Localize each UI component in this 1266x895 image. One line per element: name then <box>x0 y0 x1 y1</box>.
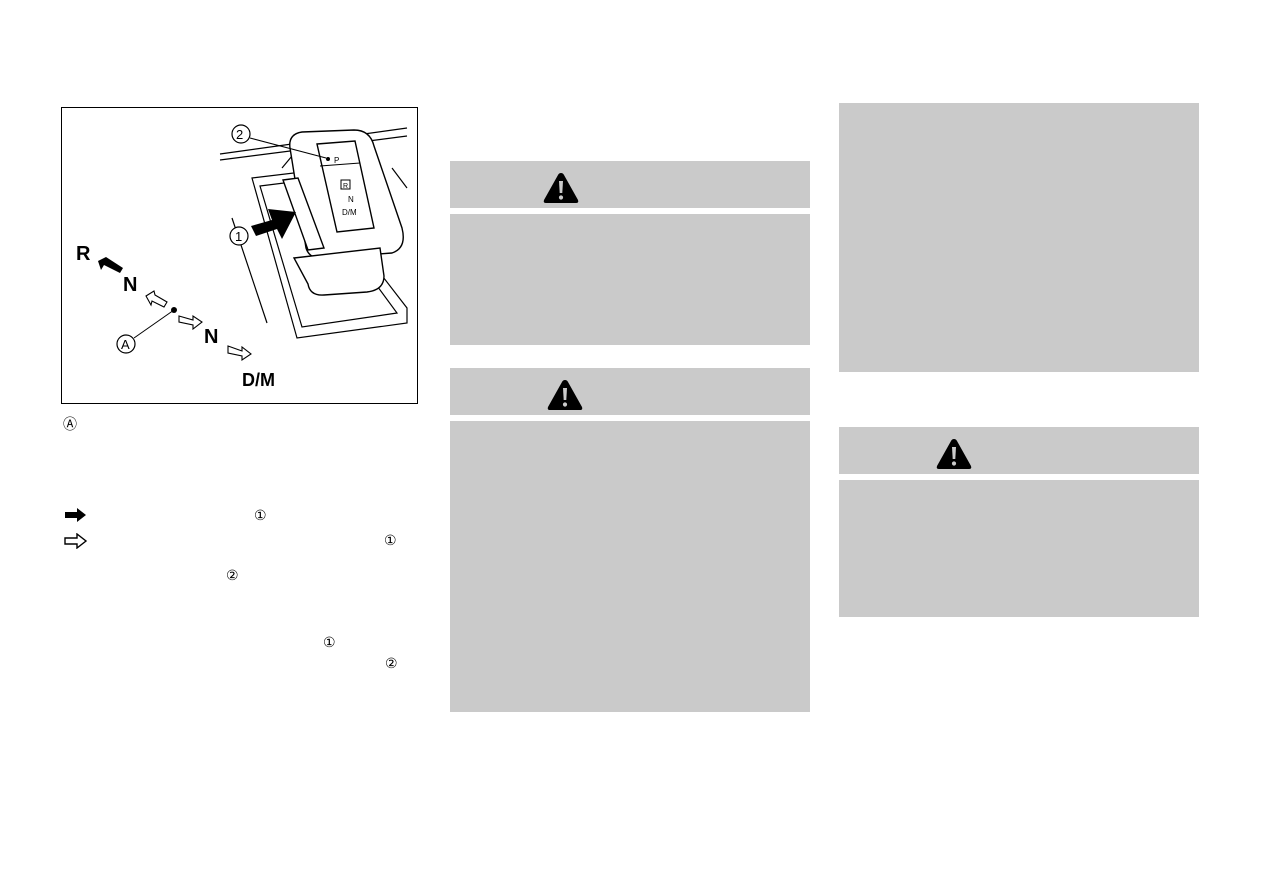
callout-1 <box>229 226 249 246</box>
caption-a-marker: Ⓐ <box>63 416 77 432</box>
warning-3-body <box>839 480 1199 617</box>
callout-a <box>116 334 136 354</box>
callout-2-label: 2 <box>236 127 243 142</box>
shift-n-lower-label: N <box>204 326 218 348</box>
r-solid-arrow-icon <box>98 257 123 273</box>
legend-outline-ref-1: ① <box>384 532 397 548</box>
solid-arrow-icon <box>65 508 86 522</box>
n-upper-outline-arrow-icon <box>145 290 168 308</box>
warning-3-header <box>839 427 1199 474</box>
gate-p-label: P <box>334 156 339 165</box>
note-panel <box>839 103 1199 372</box>
button-2-dot <box>326 157 330 161</box>
gate-r-label: R <box>343 183 348 190</box>
callout-1-label: 1 <box>235 229 242 244</box>
outline-arrow-icon <box>64 533 88 549</box>
legend-outline-ref-2: ② <box>226 567 239 583</box>
gear-selector-illustration: P R N D/M 2 1 R N N D/M A <box>76 124 408 390</box>
warning-1-body <box>450 214 810 345</box>
warning-triangle-icon <box>936 439 972 469</box>
shift-r-label: R <box>76 243 91 265</box>
shift-pattern-figure: P R N D/M 2 1 R N N D/M A <box>61 107 418 404</box>
warning-2-header <box>450 368 810 415</box>
callout-a-label: A <box>121 337 130 352</box>
legend-solid-ref-1: ① <box>254 507 267 523</box>
warning-2-body <box>450 421 810 712</box>
gate-n-label: N <box>348 195 354 204</box>
warning-triangle-icon <box>547 380 583 410</box>
push-button-arrow-icon <box>251 209 296 239</box>
dm-outline-arrow-icon <box>227 345 252 362</box>
gate-dm-label: D/M <box>342 208 357 217</box>
note-ref-1: ① <box>323 634 336 650</box>
note-ref-2: ② <box>385 655 398 671</box>
n-lower-outline-arrow-icon <box>178 314 203 331</box>
shift-n-upper-label: N <box>123 274 137 296</box>
warning-1-header <box>450 161 810 208</box>
shift-dm-label: D/M <box>242 370 275 390</box>
gate-r-box <box>340 179 351 190</box>
warning-triangle-icon <box>543 173 579 203</box>
callout-2 <box>231 124 251 144</box>
